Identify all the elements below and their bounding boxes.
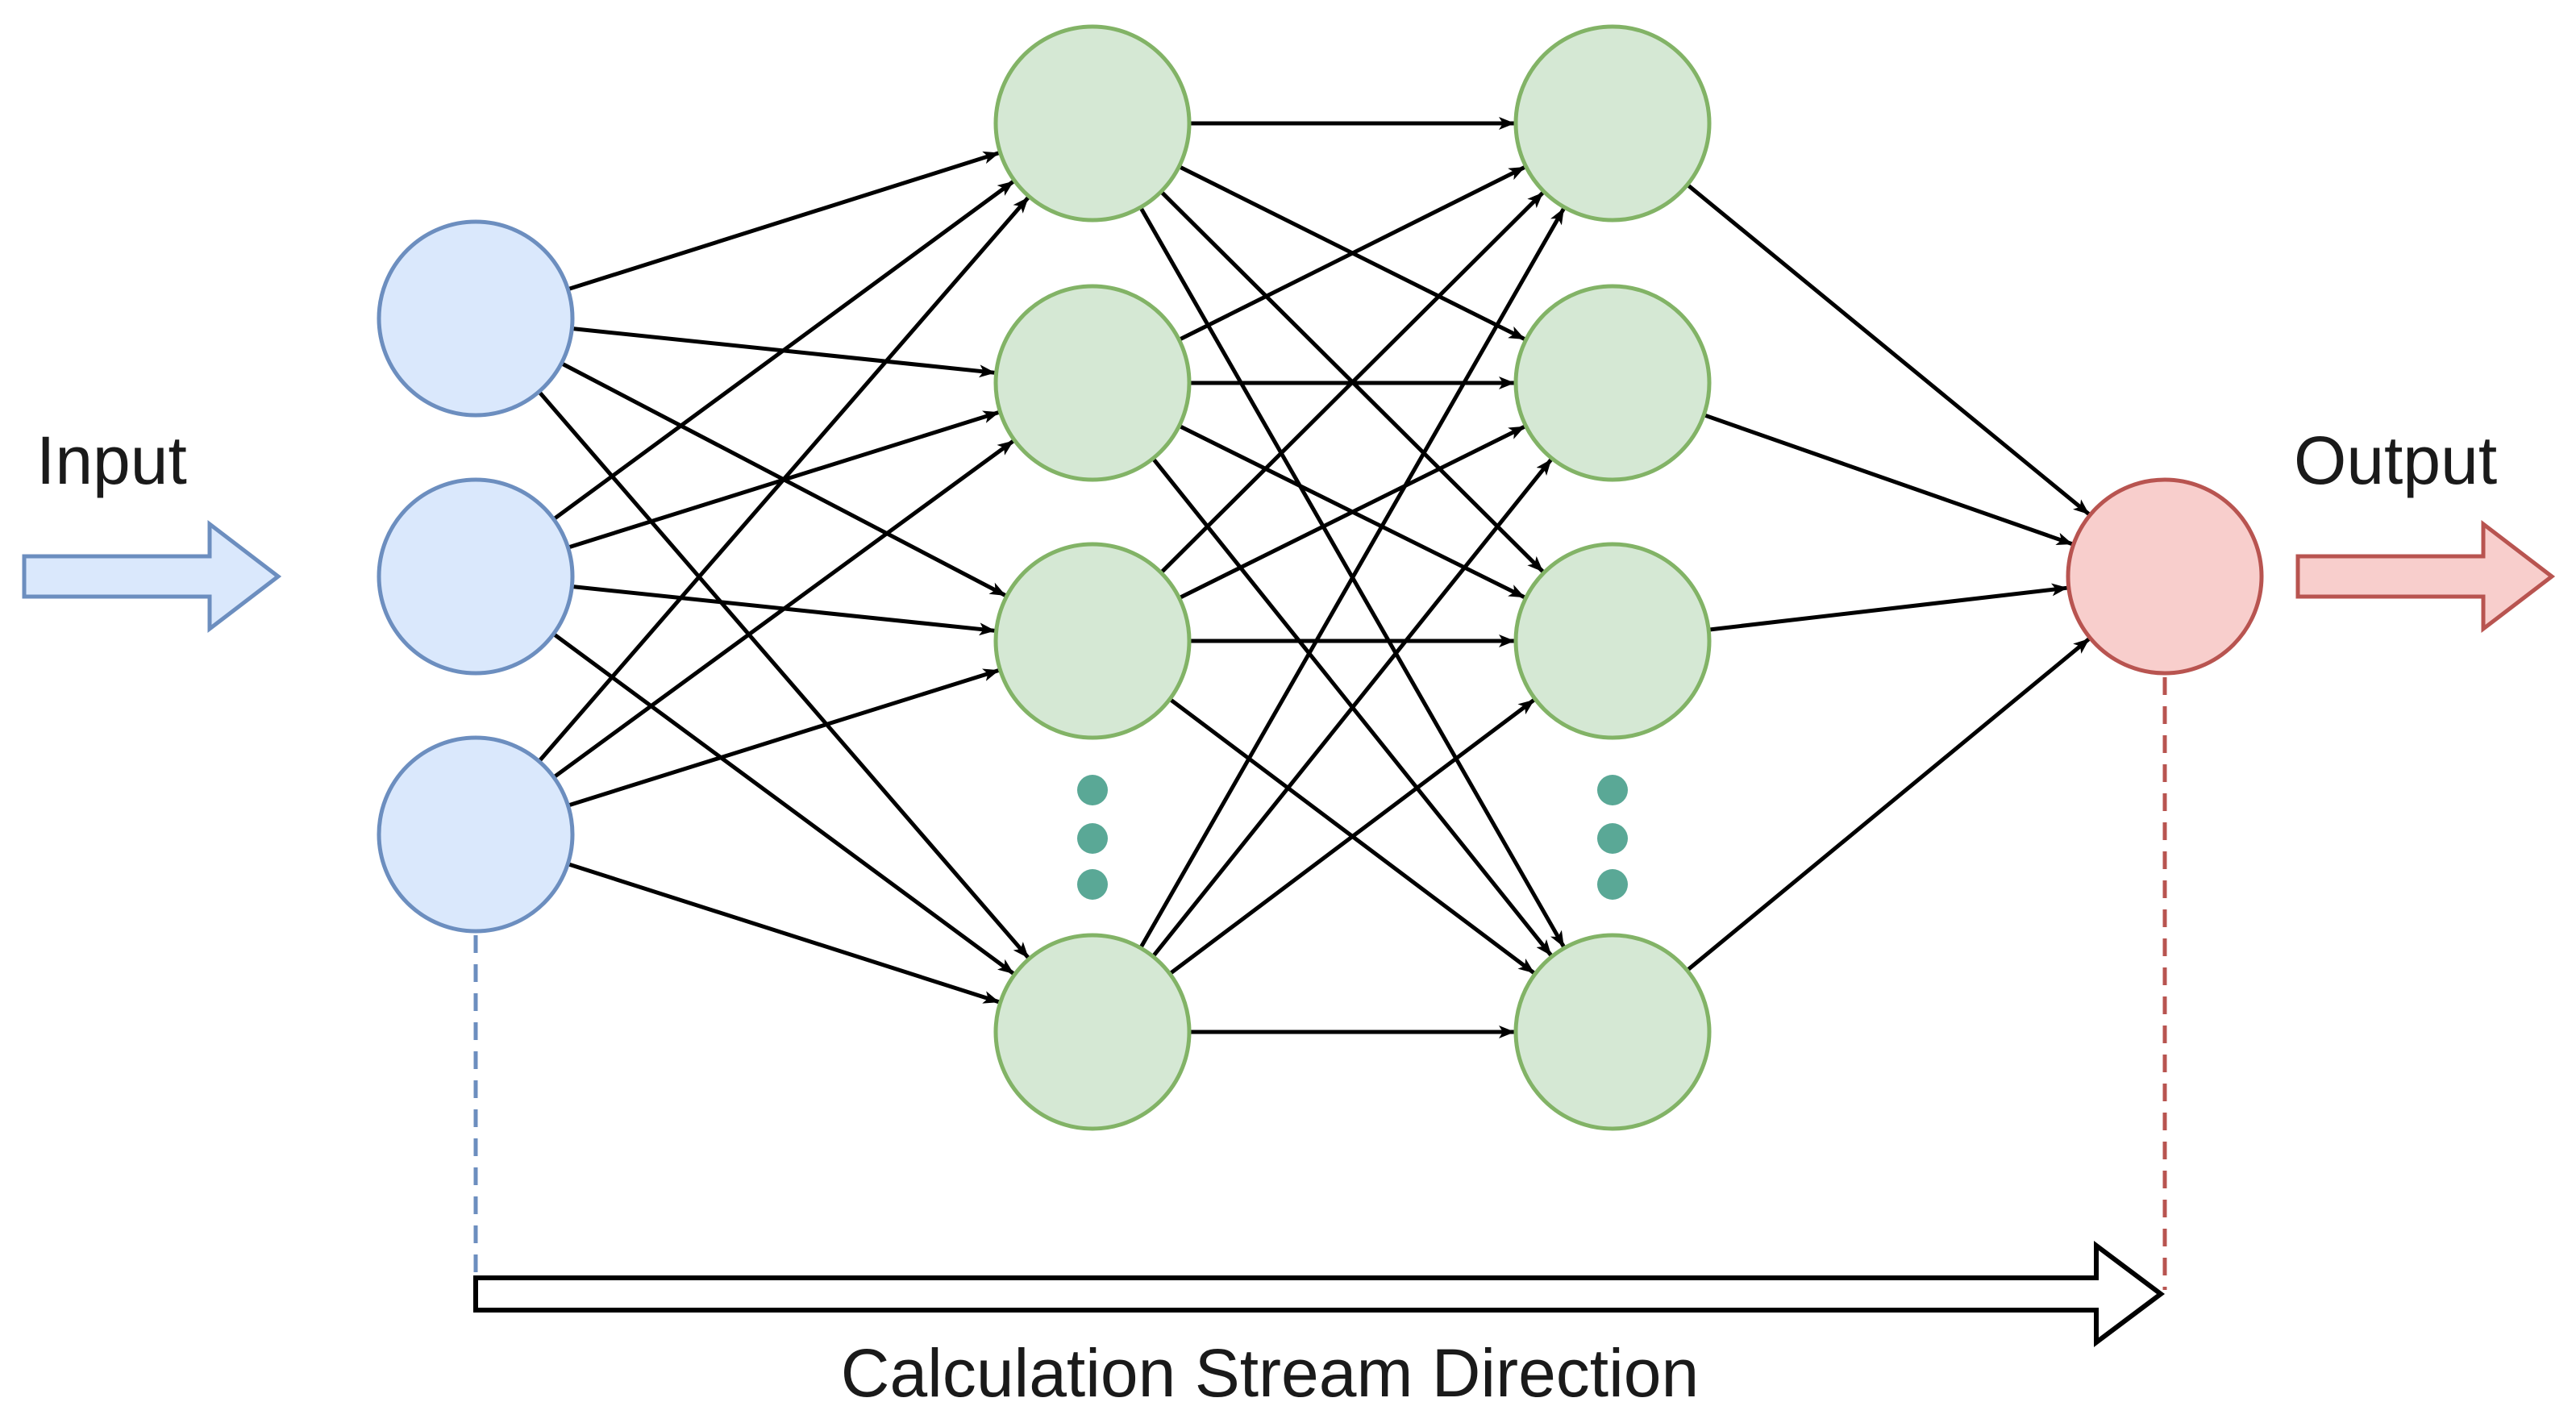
output-arrow-icon [2295,519,2556,634]
input-node [377,477,575,676]
output-label: Output [2294,422,2497,498]
hidden-node [1513,24,1712,223]
hidden-node [1513,933,1712,1131]
connection-edge [552,439,1015,780]
hidden-node [993,542,1192,740]
hidden-node [1513,284,1712,482]
network-nodes [377,24,2264,1131]
output-node [2066,477,2264,676]
input-node [377,219,575,418]
hidden-layer-1 [993,24,1192,1131]
stream-arrow-icon [473,1241,2165,1347]
hidden-node [993,284,1192,482]
connection-edge [1151,458,1553,958]
ellipsis-dots-icon [1077,775,1108,900]
connection-edge [537,390,1030,959]
connection-edge [1168,698,1536,976]
input-arrow-icon [22,519,282,634]
connection-edge [1686,637,2091,972]
connection-edge [567,151,1000,292]
connection-edge [1159,191,1545,575]
connection-edge [1178,165,1525,342]
output-layer [2066,477,2264,676]
input-layer [377,219,575,934]
connection-edge [1708,583,2068,632]
connection-edge [1178,424,1525,600]
connection-edge [552,632,1015,976]
hidden-node [1513,542,1712,740]
hidden-node [993,24,1192,223]
connection-edge [537,196,1030,763]
connection-edge [1138,207,1566,950]
connection-edges [537,117,2091,1038]
connection-edge [1703,413,2073,547]
connection-edge [1686,183,2091,516]
stream-direction-label: Calculation Stream Direction [841,1335,1699,1411]
ellipsis-dots-icon [1597,775,1628,900]
connection-edge [567,668,1000,808]
connection-edge [567,862,1000,1005]
connection-edge [552,180,1015,522]
hidden-node [993,933,1192,1131]
hidden-layer-2 [1513,24,1712,1131]
input-label: Input [36,422,187,498]
input-node [377,735,575,934]
